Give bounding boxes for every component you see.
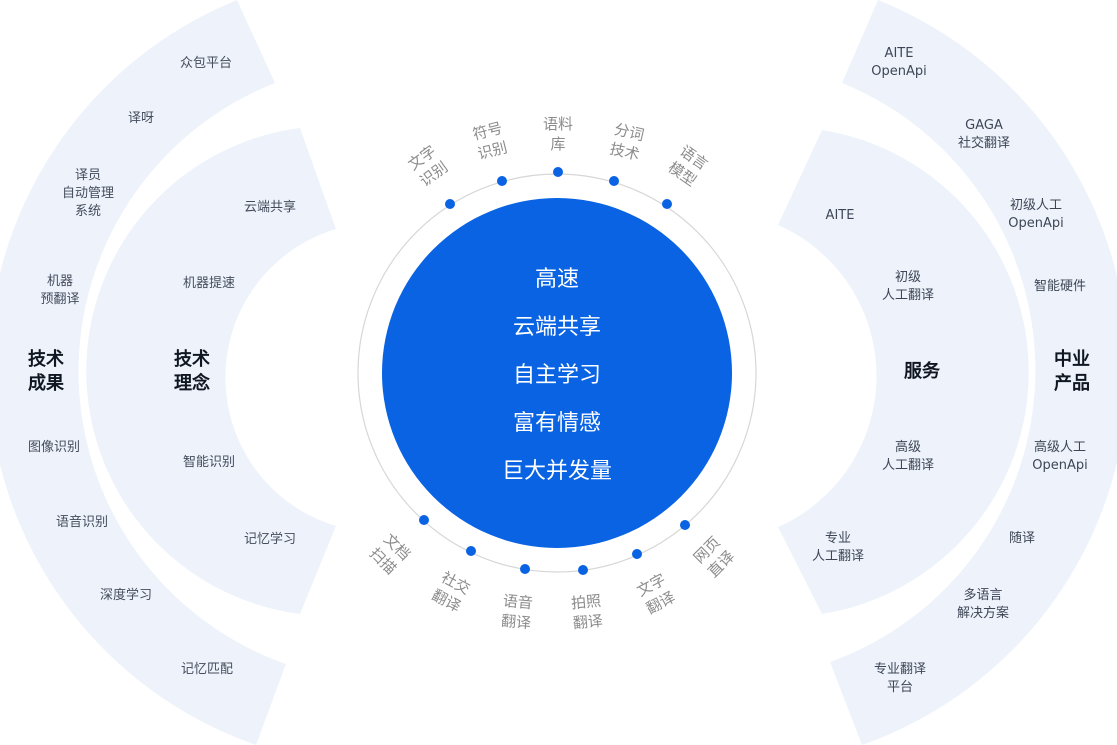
left-inner-item-cloud-sharing: 云端共享: [243, 200, 297, 215]
left-outer-item-image-recognition: 图像识别: [27, 440, 81, 455]
core-line-learning: 自主学习: [512, 363, 602, 388]
right-outer-item-smart-hardware: 智能硬件: [1033, 279, 1087, 294]
core-line-cloud: 云端共享: [512, 315, 602, 340]
left-outer-item-speech-recognition: 语音识别: [55, 515, 109, 530]
right-outer-band: [830, 0, 1117, 745]
left-outer-title: 技术 成果: [28, 349, 64, 394]
right-inner-title: 服务: [904, 361, 940, 382]
right-outer-item-suiyi: 随译: [1008, 531, 1036, 546]
left-outer-item-translator-management: 译员 自动管理 系统: [61, 168, 115, 219]
top-dot-2: [553, 167, 563, 177]
left-outer-item-memory-matching: 记忆匹配: [180, 662, 234, 677]
right-outer-title: 中业 产品: [1054, 349, 1090, 394]
bottom-dot-4: [632, 549, 642, 559]
top-dots: [445, 167, 672, 209]
bottom-dot-5: [680, 520, 690, 530]
right-outer-item-senior-openapi: 高级人工 OpenApi: [1032, 440, 1088, 473]
bottom-dot-0: [419, 515, 429, 525]
right-outer-item-aite-openapi: AITE OpenApi: [871, 46, 927, 79]
top-dot-1: [497, 176, 507, 186]
left-inner-title: 技术 理念: [174, 349, 210, 394]
bottom-tag-voice-translation: 语音 翻译: [500, 591, 534, 633]
right-inner-item-aite: AITE: [825, 208, 855, 223]
right-outer-item-gaga-social: GAGA 社交翻译: [957, 118, 1011, 151]
bottom-dot-2: [520, 564, 530, 574]
bottom-dot-1: [466, 546, 476, 556]
right-outer-item-junior-openapi: 初级人工 OpenApi: [1008, 198, 1064, 231]
right-inner-band: [778, 130, 1029, 614]
top-tag-corpus: 语料 库: [542, 115, 574, 153]
left-outer-band: [0, 0, 286, 745]
left-outer-item-yiya: 译呀: [127, 111, 155, 126]
left-inner-band: [86, 128, 336, 614]
core-line-speed: 高速: [534, 267, 580, 292]
left-inner-item-smart-recognition: 智能识别: [182, 455, 236, 470]
bottom-dot-3: [578, 565, 588, 575]
core-line-emotion: 富有情感: [512, 411, 602, 436]
left-outer-item-crowdsourcing: 众包平台: [179, 56, 233, 71]
top-dot-4: [662, 199, 672, 209]
right-inner-item-senior-translation: 高级 人工翻译: [881, 440, 935, 473]
right-inner-item-professional-translation: 专业 人工翻译: [811, 531, 865, 564]
top-dot-3: [609, 176, 619, 186]
core-line-concurrency: 巨大并发量: [501, 459, 613, 484]
bottom-tag-photo-translation: 拍照 翻译: [570, 591, 604, 633]
right-inner-item-junior-translation: 初级 人工翻译: [881, 270, 935, 303]
left-outer-item-deep-learning: 深度学习: [99, 588, 153, 603]
top-dot-0: [445, 199, 455, 209]
right-outer-item-professional-platform: 专业翻译 平台: [873, 662, 927, 695]
core-circle: [382, 198, 732, 548]
right-outer-item-multilingual-solutions: 多语言 解决方案: [956, 588, 1010, 621]
left-inner-item-memory-learning: 记忆学习: [243, 532, 297, 547]
bottom-dots: [419, 515, 690, 575]
left-inner-item-machine-acceleration: 机器提速: [182, 276, 236, 291]
left-outer-item-machine-pretranslation: 机器 预翻译: [40, 274, 80, 307]
